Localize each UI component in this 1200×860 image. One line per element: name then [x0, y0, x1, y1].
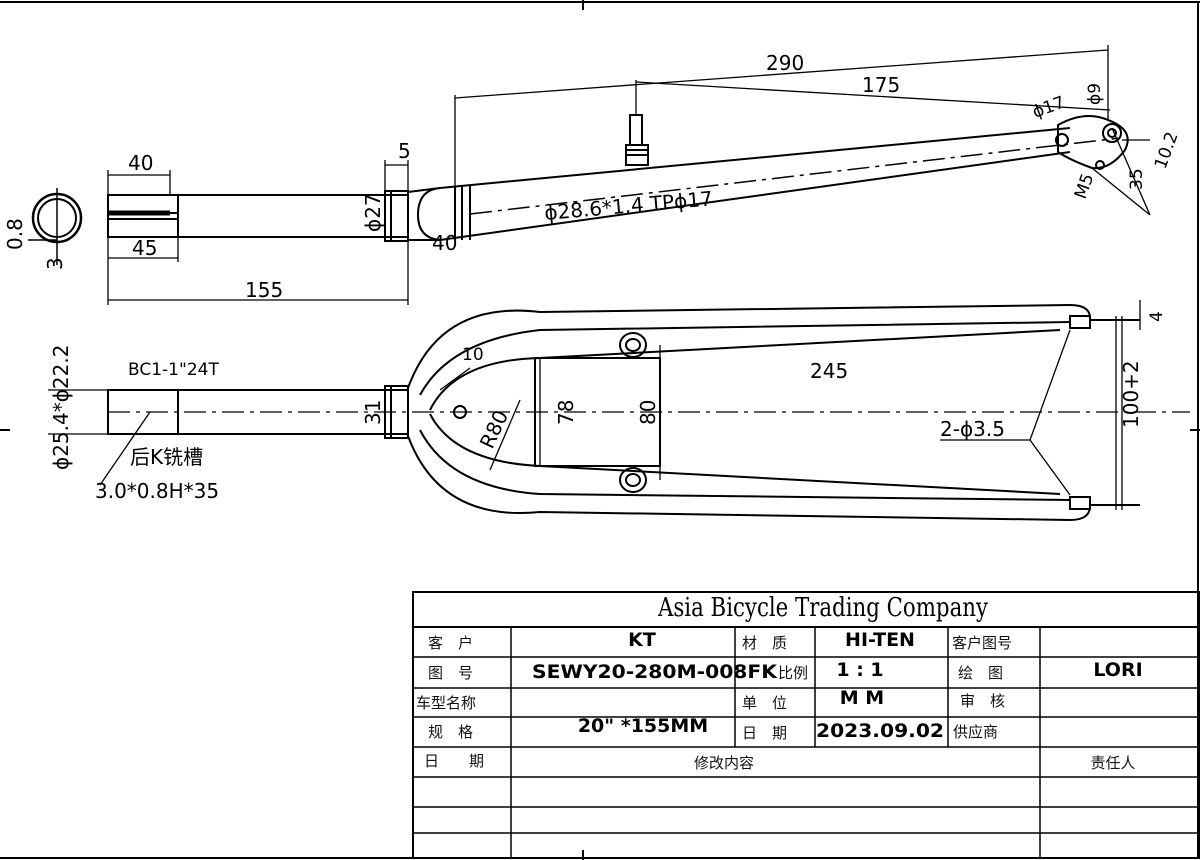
drawn-value: LORI	[1093, 659, 1142, 681]
review-label: 审 核	[960, 692, 1005, 710]
dim-40-collar: 40	[432, 231, 457, 255]
drawn-label: 绘 图	[958, 664, 1003, 682]
dim-phi17: ϕ17	[1030, 93, 1068, 123]
dim-holes: 2-ϕ3.5	[940, 417, 1005, 441]
title-block	[412, 591, 1200, 859]
dim-45: 45	[132, 236, 157, 260]
date-label: 日 期	[742, 724, 787, 742]
dim-290: 290	[766, 51, 804, 75]
fork-side-view	[107, 114, 1129, 242]
fork-front-view	[107, 303, 1190, 522]
side-view-labels: 40 45 155 5 ϕ27 40 290 175 ϕ28.6*1.4 TPϕ…	[128, 51, 1183, 302]
dim-31: 31	[361, 400, 385, 425]
dim-100: 100+2	[1119, 360, 1143, 428]
drawing-no-value: SEWY20-280M-008FK	[532, 661, 778, 683]
dim-phi9: ϕ9	[1085, 83, 1105, 105]
dim-175: 175	[862, 73, 900, 97]
spec-value: 20" *155MM	[578, 715, 708, 737]
thread-spec: BC1-1"24T	[128, 360, 219, 380]
supplier-label: 供应商	[953, 723, 998, 741]
dim-5: 5	[398, 139, 411, 163]
dim-245: 245	[810, 359, 848, 383]
material-label: 材 质	[742, 634, 787, 652]
dim-steerer-diameter: ϕ25.4*ϕ22.2	[49, 345, 73, 470]
spec-label: 规 格	[428, 723, 473, 741]
customer-value: KT	[628, 629, 656, 651]
groove-spec: 3.0*0.8H*35	[95, 479, 219, 503]
front-view-dimensions	[48, 300, 1141, 510]
revision-content-label: 修改内容	[694, 754, 754, 772]
company-name: Asia Bicycle Trading Company	[657, 593, 988, 623]
front-view-labels: BC1-1"24T ϕ25.4*ϕ22.2 后K铣槽 3.0*0.8H*35 3…	[49, 311, 1167, 503]
dim-4: 4	[1147, 311, 1167, 322]
dim-m5: M5	[1071, 171, 1099, 202]
dim-0-8: 0.8	[3, 218, 27, 250]
dim-78: 78	[554, 400, 578, 425]
revision-person-label: 责任人	[1090, 754, 1135, 772]
date-value: 2023.09.02	[816, 720, 944, 742]
dim-80: 80	[636, 400, 660, 425]
unit-value: M M	[840, 687, 884, 709]
dim-10-2: 10.2	[1151, 129, 1183, 171]
side-view-dimensions	[107, 45, 1151, 305]
dim-phi27: ϕ27	[361, 193, 385, 232]
scale-value: 1 : 1	[836, 659, 883, 681]
dim-155: 155	[245, 278, 283, 302]
dim-10: 10	[462, 345, 484, 365]
material-value: HI-TEN	[845, 629, 915, 651]
dim-35: 35	[1127, 168, 1147, 190]
scale-label: 比例	[778, 664, 808, 682]
dim-40: 40	[128, 151, 153, 175]
dim-tube-spec: ϕ28.6*1.4 TPϕ17	[543, 186, 713, 225]
drawing-no-label: 图 号	[428, 664, 473, 682]
model-label: 车型名称	[416, 694, 476, 712]
revision-date-label: 日 期	[424, 752, 484, 770]
title-block-text: Asia Bicycle Trading Company 客 户 KT 材 质 …	[416, 593, 1143, 772]
dim-3: 3	[43, 257, 67, 270]
steerer-cross-section: 0.8 3	[3, 188, 83, 270]
customer-label: 客 户	[428, 634, 473, 652]
unit-label: 单 位	[742, 694, 787, 712]
cust-drawing-label: 客户图号	[952, 634, 1012, 652]
groove-label: 后K铣槽	[130, 445, 203, 469]
